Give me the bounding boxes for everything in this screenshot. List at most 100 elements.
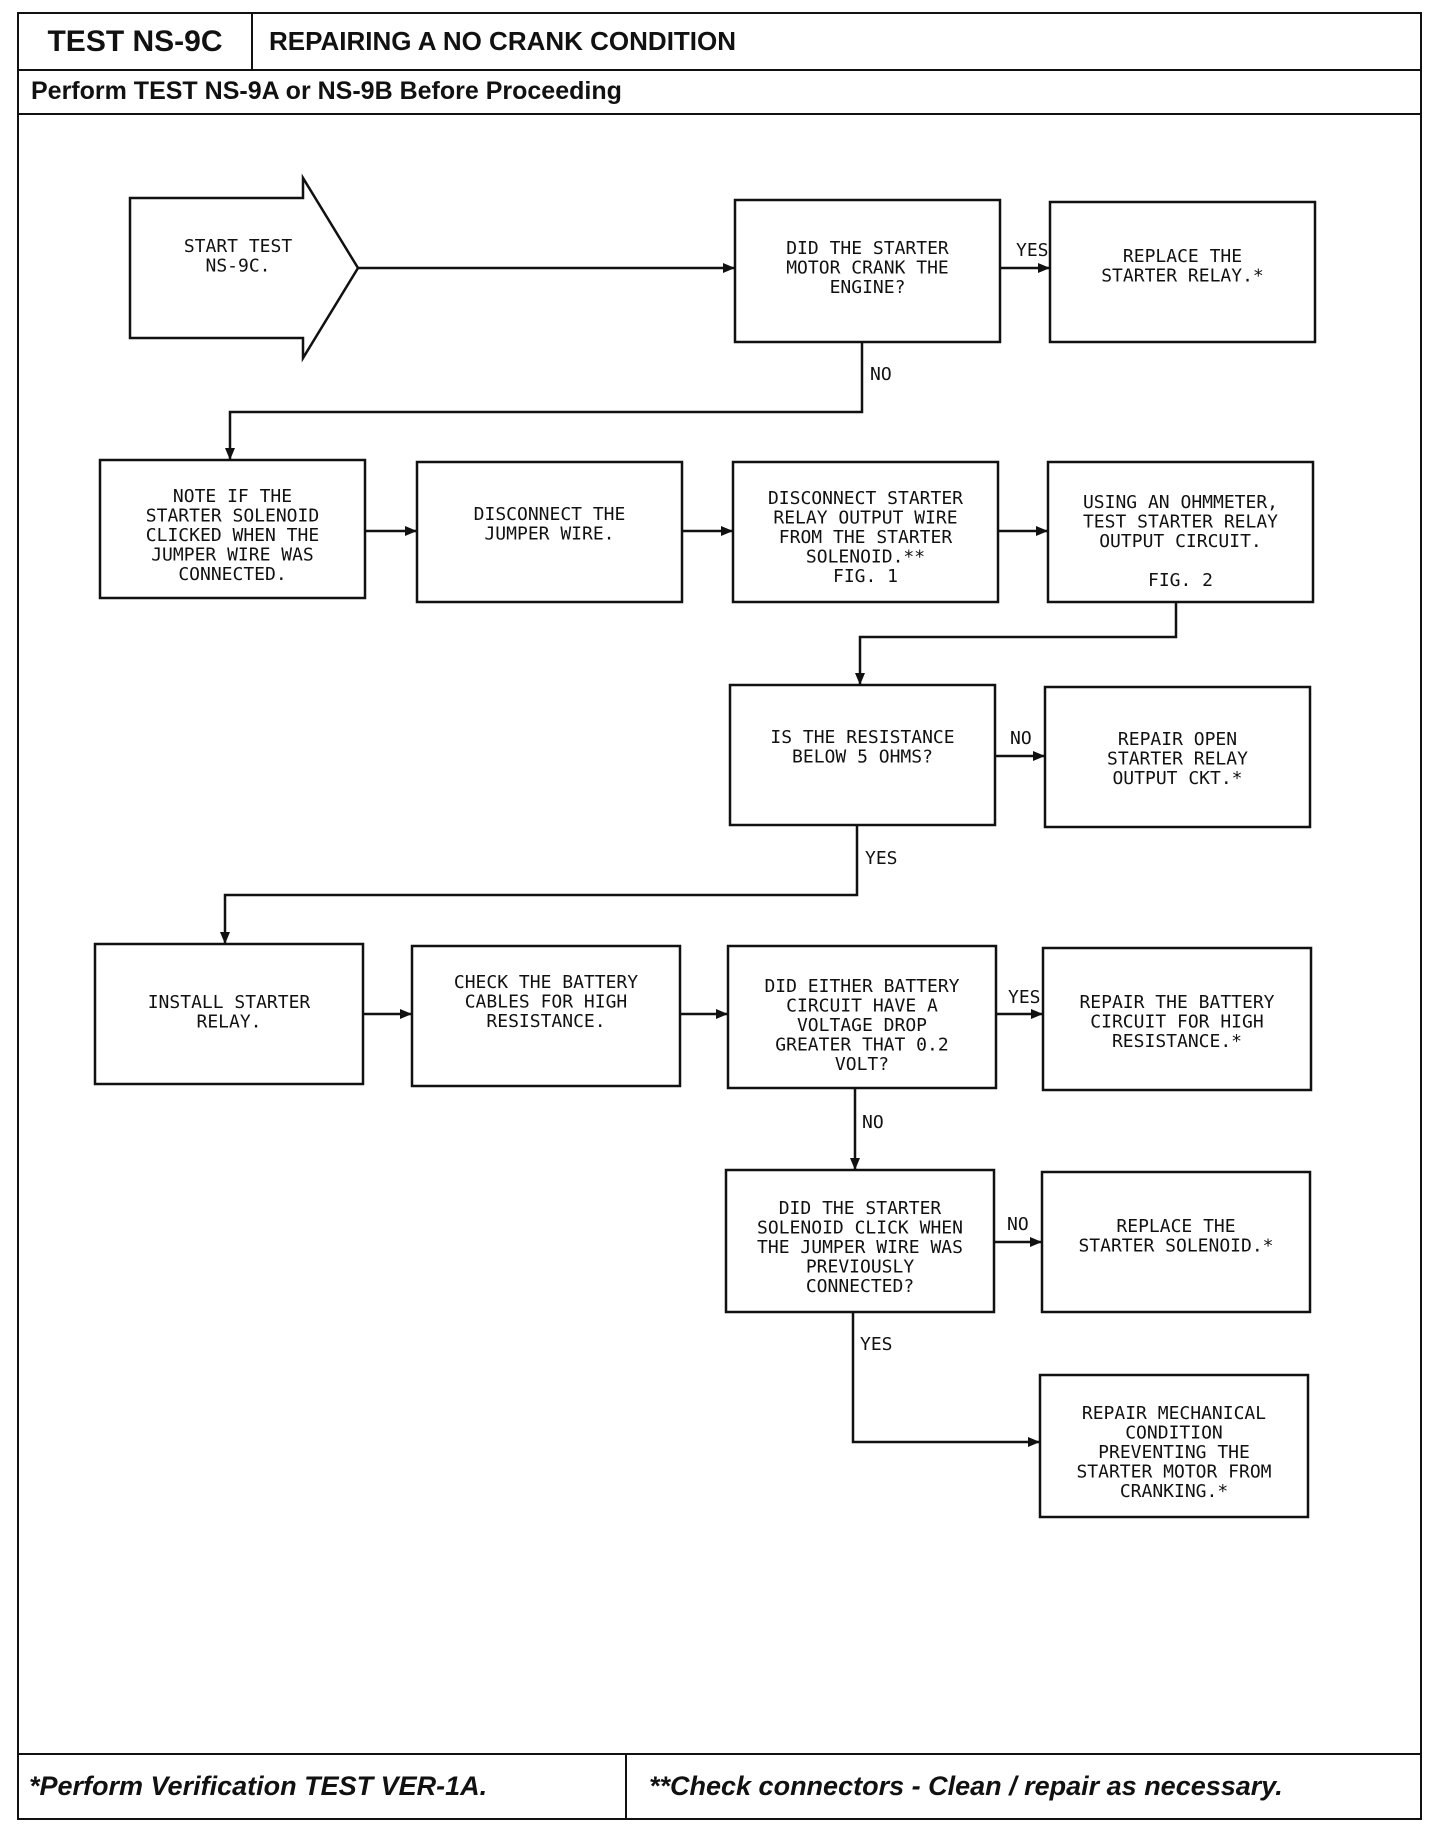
start-arrow-shape — [128, 173, 360, 363]
ohmmeter-line: OUTPUT CIRCUIT. — [1099, 531, 1262, 552]
note_click-line: JUMPER WIRE WAS — [151, 545, 314, 566]
arrowhead — [400, 1009, 412, 1019]
check_cables-line: CHECK THE BATTERY — [454, 972, 638, 993]
header-prerequisite-row: Perform TEST NS-9A or NS-9B Before Proce… — [19, 69, 1420, 115]
start-line: NS-9C. — [205, 256, 270, 277]
arrowhead — [723, 263, 735, 273]
arrowhead — [716, 1009, 728, 1019]
arrowhead — [1031, 1009, 1043, 1019]
arrowhead — [850, 1158, 860, 1170]
branch-label-yes-crank: YES — [1016, 240, 1049, 261]
arrowhead — [1038, 263, 1050, 273]
arrowhead — [405, 526, 417, 536]
check_cables-line: RESISTANCE. — [486, 1011, 605, 1032]
arrowhead — [220, 932, 230, 944]
repair_mech-line: STARTER MOTOR FROM — [1076, 1462, 1271, 1483]
disconnect_jumper-line: JUMPER WIRE. — [484, 524, 614, 545]
repair_mech-line: CONDITION — [1125, 1423, 1223, 1444]
repair_battery-line: RESISTANCE.* — [1112, 1031, 1242, 1052]
q_solenoid-line: PREVIOUSLY — [806, 1257, 915, 1278]
flow-box — [1038, 1373, 1310, 1519]
arrowhead — [1036, 526, 1048, 536]
install_relay-line: INSTALL STARTER — [148, 992, 311, 1013]
flow-box — [98, 458, 367, 600]
disconnect_relay_wire-line: SOLENOID.** — [806, 547, 925, 568]
q_voltage-line: GREATER THAT 0.2 — [775, 1035, 948, 1056]
test-title: REPAIRING A NO CRANK CONDITION — [269, 26, 737, 56]
q_solenoid-line: SOLENOID CLICK WHEN — [757, 1218, 963, 1239]
ohmmeter-line: FIG. 2 — [1148, 570, 1213, 591]
branch-label-no-voltage: NO — [862, 1112, 884, 1133]
replace_relay-line: REPLACE THE — [1123, 246, 1242, 267]
flow-box — [1043, 685, 1312, 829]
q_resistance-line: BELOW 5 OHMS? — [792, 747, 933, 768]
header-title-row: TEST NS-9C REPAIRING A NO CRANK CONDITIO… — [19, 14, 1420, 71]
flow-box — [1041, 946, 1313, 1092]
q_resistance-line: IS THE RESISTANCE — [770, 727, 954, 748]
q_crank-line: DID THE STARTER — [786, 238, 949, 259]
install_relay-line: RELAY. — [196, 1012, 261, 1033]
note_click-line: NOTE IF THE — [173, 486, 292, 507]
flow-box — [724, 1168, 996, 1314]
flow-node-ohmmeter: USING AN OHMMETER,TEST STARTER RELAYOUTP… — [1046, 460, 1315, 604]
q_solenoid-line: DID THE STARTER — [779, 1198, 942, 1219]
repair_mech-line: PREVENTING THE — [1098, 1442, 1250, 1463]
repair_open-line: REPAIR OPEN — [1118, 729, 1237, 750]
flow-box — [93, 942, 365, 1086]
start-line: START TEST — [184, 236, 293, 257]
note_click-line: CONNECTED. — [178, 564, 286, 585]
disconnect_relay_wire-line: FIG. 1 — [833, 566, 898, 587]
branch-label-yes-resistance: YES — [865, 848, 898, 869]
q_voltage-line: VOLTAGE DROP — [797, 1015, 927, 1036]
connector-line — [228, 342, 864, 460]
footer-notes: *Perform Verification TEST VER-1A. **Che… — [19, 1753, 1420, 1818]
repair_battery-line: REPAIR THE BATTERY — [1079, 992, 1274, 1013]
q_solenoid-line: THE JUMPER WIRE WAS — [757, 1237, 963, 1258]
repair_open-line: OUTPUT CKT.* — [1112, 768, 1242, 789]
arrowhead — [1030, 1237, 1042, 1247]
q_voltage-line: VOLT? — [835, 1054, 889, 1075]
flow-box — [410, 944, 682, 1088]
footnote-single-asterisk: *Perform Verification TEST VER-1A. — [19, 1755, 627, 1818]
flow-box — [1040, 1170, 1312, 1314]
branch-label-yes-solenoid: YES — [860, 1334, 893, 1355]
q_voltage-line: DID EITHER BATTERY — [764, 976, 959, 997]
arrowhead — [1033, 751, 1045, 761]
disconnect_relay_wire-line: DISCONNECT STARTER — [768, 488, 963, 509]
repair_open-line: STARTER RELAY — [1107, 749, 1248, 770]
test-procedure-sheet: TEST NS-9C REPAIRING A NO CRANK CONDITIO… — [17, 12, 1422, 1820]
q_solenoid-line: CONNECTED? — [806, 1276, 914, 1297]
repair_mech-line: CRANKING.* — [1120, 1481, 1228, 1502]
disconnect_jumper-line: DISCONNECT THE — [474, 504, 626, 525]
note_click-line: STARTER SOLENOID — [146, 506, 319, 527]
footnote-double-asterisk: **Check connectors - Clean / repair as n… — [649, 1771, 1283, 1801]
arrowhead — [721, 526, 733, 536]
arrowhead — [1028, 1437, 1040, 1447]
flow-box — [731, 460, 1000, 604]
disconnect_relay_wire-line: RELAY OUTPUT WIRE — [773, 508, 957, 529]
replace_solenoid-line: STARTER SOLENOID.* — [1078, 1236, 1273, 1257]
flow-box — [733, 198, 1002, 344]
flow-box — [1048, 200, 1317, 344]
repair_battery-line: CIRCUIT FOR HIGH — [1090, 1012, 1263, 1033]
replace_solenoid-line: REPLACE THE — [1116, 1216, 1235, 1237]
q_crank-line: ENGINE? — [830, 277, 906, 298]
arrowhead — [855, 673, 865, 685]
flow-box — [726, 944, 998, 1090]
flow-box — [415, 460, 684, 604]
connector-line — [223, 825, 859, 944]
ohmmeter-line: TEST STARTER RELAY — [1083, 512, 1278, 533]
